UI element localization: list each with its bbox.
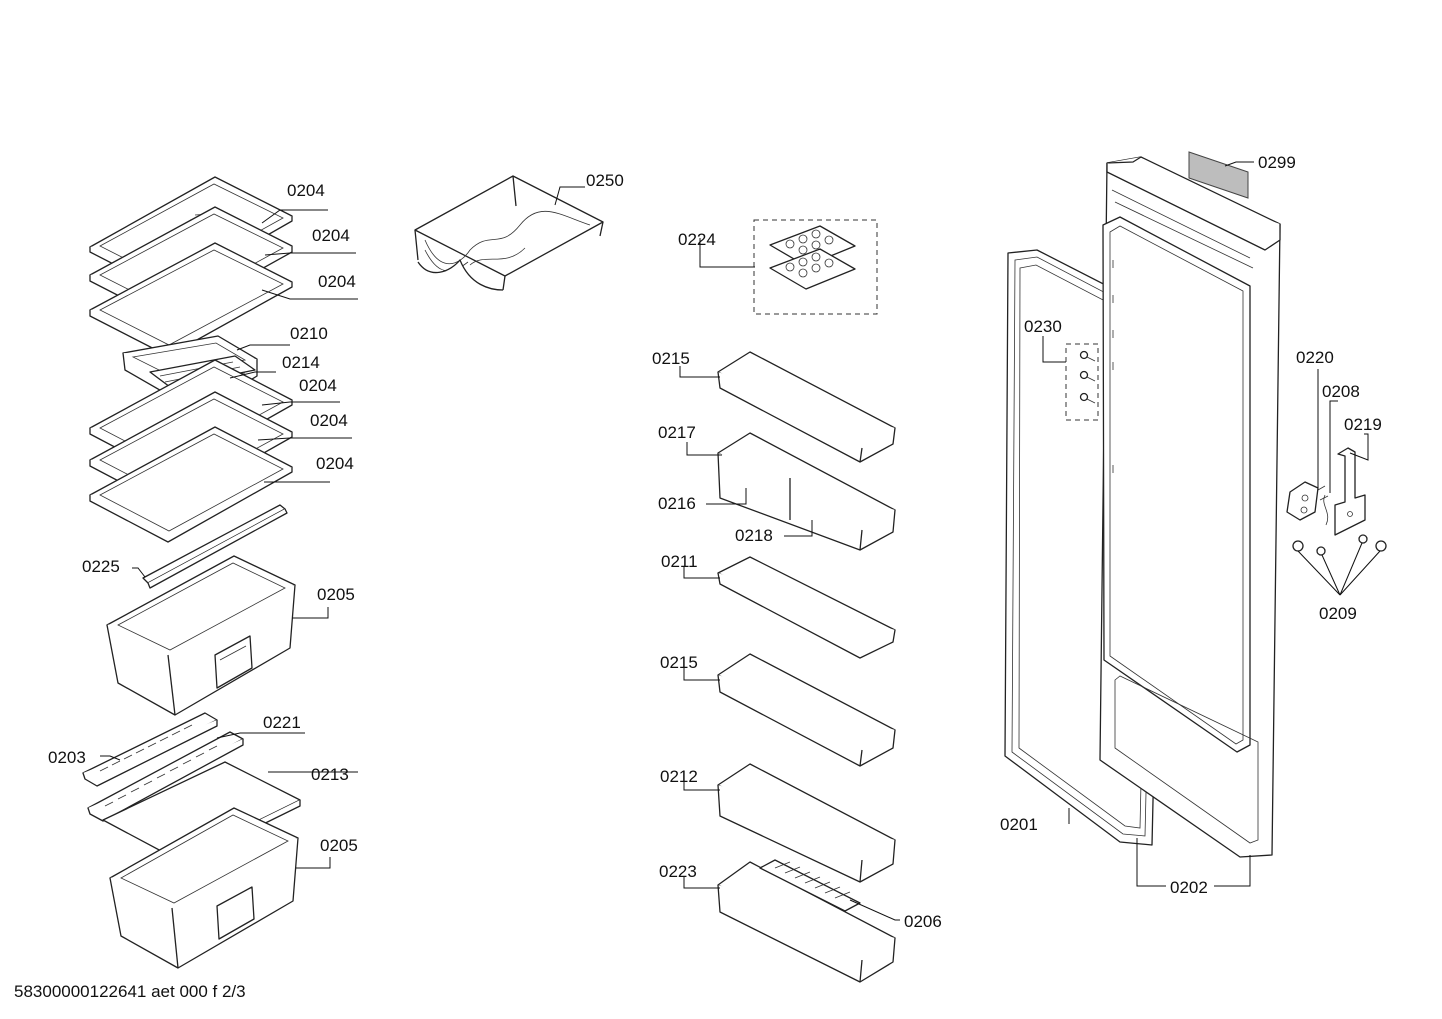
door-bin-0215-lower [717, 653, 896, 767]
callout-0202: 0202 [1170, 878, 1208, 897]
callout-0204-c: 0204 [318, 272, 356, 291]
hinge-part-0220 [1286, 481, 1329, 521]
callout-0204-b: 0204 [312, 226, 350, 245]
callout-0218: 0218 [735, 526, 773, 545]
callout-0214: 0214 [282, 353, 320, 372]
callout-0208: 0208 [1322, 382, 1360, 401]
screws-0230 [1079, 350, 1096, 404]
callout-0209: 0209 [1319, 604, 1357, 623]
document-id: 58300000122641 aet 000 f 2/3 [14, 982, 246, 1001]
callout-0205-a: 0205 [317, 585, 355, 604]
callout-0230: 0230 [1024, 317, 1062, 336]
callout-0221: 0221 [263, 713, 301, 732]
callout-0213: 0213 [311, 765, 349, 784]
leader-lines [100, 161, 1381, 921]
callout-0250: 0250 [586, 171, 624, 190]
bottle-retainer-0206 [759, 859, 861, 912]
hinge-caps-0209 [1292, 534, 1387, 556]
door-bin-0212 [717, 763, 896, 883]
hinge-spring-0208 [1323, 494, 1329, 526]
callout-0217: 0217 [658, 423, 696, 442]
door-bin-0211 [717, 556, 896, 659]
hinge-bracket-0219 [1334, 447, 1366, 536]
callout-0223: 0223 [659, 862, 697, 881]
shelf-strip-0225 [142, 504, 288, 589]
callout-0224: 0224 [678, 230, 716, 249]
crisper-drawer-upper [106, 555, 296, 716]
egg-tray-0224 [769, 225, 856, 290]
callout-0215-b: 0215 [660, 653, 698, 672]
callout-0212: 0212 [660, 767, 698, 786]
callout-labels: 0204 0204 0204 0210 0214 0204 0204 0204 … [48, 153, 1382, 931]
callout-0201: 0201 [1000, 815, 1038, 834]
bottle-rack-0250 [414, 175, 604, 291]
callout-0204-a: 0204 [287, 181, 325, 200]
callout-0219: 0219 [1344, 415, 1382, 434]
door-bin-0223 [717, 861, 896, 983]
callout-0215-a: 0215 [652, 349, 690, 368]
callout-0203: 0203 [48, 748, 86, 767]
callout-0211: 0211 [661, 552, 698, 571]
glass-shelf-3 [89, 242, 293, 357]
callout-0299: 0299 [1258, 153, 1296, 172]
callout-0205-b: 0205 [320, 836, 358, 855]
glass-shelf-6 [89, 426, 293, 543]
callout-0216: 0216 [658, 494, 696, 513]
callout-0206: 0206 [904, 912, 942, 931]
callout-0204-f: 0204 [316, 454, 354, 473]
vegetable-rack-0221 [87, 731, 244, 822]
callout-0204-d: 0204 [299, 376, 337, 395]
label-0299 [1188, 151, 1249, 199]
callout-0225: 0225 [82, 557, 120, 576]
callout-0220: 0220 [1296, 348, 1334, 367]
dairy-compartment-0217 [717, 432, 896, 551]
callout-0210: 0210 [290, 324, 328, 343]
vegetable-rack-0203 [82, 712, 218, 787]
crisper-drawer-lower [109, 807, 299, 969]
door-panel-0202 [1099, 156, 1281, 858]
callout-0204-e: 0204 [310, 411, 348, 430]
door-bin-0215-upper [717, 351, 896, 463]
